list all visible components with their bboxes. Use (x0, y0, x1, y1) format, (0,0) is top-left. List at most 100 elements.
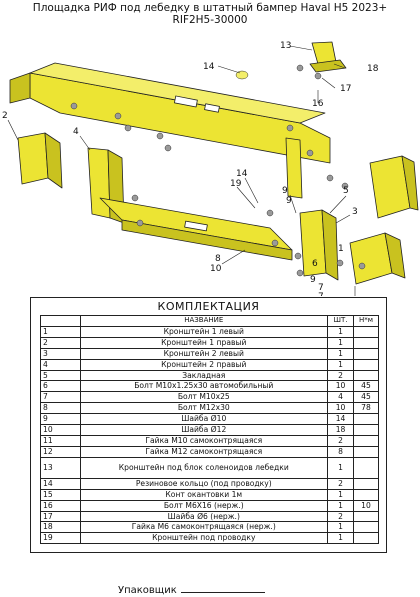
bracket-left-outer (17, 132, 49, 185)
callout-label: 14 (203, 62, 215, 72)
exploded-assembly-drawing: 13 14 18 17 16 2 4 14 19 9 9 5 3 8 10 6 … (2, 41, 419, 296)
cell-no: 13 (40, 456, 81, 479)
cell-name: Кронштейн 2 левый (79, 347, 329, 360)
callout-label: 7 (318, 292, 324, 296)
cell-torque (353, 456, 379, 479)
cell-name: Кронштейн 1 левый (79, 325, 329, 338)
cell-no: 16 (40, 499, 81, 512)
callout-label: 6 (312, 259, 318, 269)
callout-label: 17 (340, 84, 351, 94)
bolt (124, 124, 132, 132)
callout-label: 8 (215, 254, 221, 264)
bolt (114, 112, 122, 120)
cell-torque (353, 347, 379, 360)
cell-qty: 2 (327, 477, 355, 490)
cell-qty: 4 (327, 391, 355, 404)
bolt (326, 174, 334, 182)
cell-name: Гайка М12 самоконтрящаяся (79, 445, 329, 458)
cell-torque (353, 369, 379, 382)
cell-no: 10 (40, 424, 81, 436)
cell-torque: 45 (353, 380, 379, 393)
cell-qty: 2 (327, 369, 355, 382)
callout-label: 4 (73, 127, 79, 137)
cell-torque (353, 488, 379, 501)
cell-qty: 1 (327, 358, 355, 371)
bolt (294, 252, 302, 260)
cell-qty: 8 (327, 445, 355, 458)
cell-qty: 1 (327, 521, 355, 534)
col-header (40, 315, 81, 327)
cell-qty: 1 (327, 499, 355, 512)
beam-slot (174, 95, 198, 108)
bolt (336, 259, 344, 267)
cell-torque (353, 521, 379, 534)
bracket-left-mid (87, 147, 111, 219)
cell-torque: 45 (353, 391, 379, 404)
cell-name: Кронштейн под блок соленоидов лебедки (79, 456, 329, 479)
cell-qty: 1 (327, 325, 355, 338)
cell-torque (353, 445, 379, 458)
cell-qty: 1 (327, 488, 355, 501)
cell-qty: 2 (327, 510, 355, 523)
bolt (266, 209, 274, 217)
beam-slot (204, 103, 220, 113)
cell-name: Гайка М10 самоконтрящаяся (79, 434, 329, 447)
bracket-right-mid-side (321, 209, 339, 281)
cell-qty: 18 (327, 424, 355, 436)
col-header: НАЗВАНИЕ (79, 315, 329, 327)
bolt (131, 194, 139, 202)
cell-name: Резиновое кольцо (под проводку) (79, 477, 329, 490)
cell-name: Болт М12х30 (79, 402, 329, 415)
bolt (296, 269, 304, 277)
cell-name: Болт М10х1.25х30 автомобильный (79, 380, 329, 393)
cell-no: 1 (40, 325, 81, 338)
bracket-right-outer (349, 232, 393, 285)
col-header: Н*м (353, 315, 379, 327)
cell-no: 7 (40, 391, 81, 404)
cell-name: Конт окантовки 1м (79, 488, 329, 501)
cell-name: Болт М10х25 (79, 391, 329, 404)
bolt (358, 262, 366, 270)
callout-label: 9 (310, 275, 316, 285)
cell-no: 6 (40, 380, 81, 393)
bracket-left-side (44, 132, 63, 189)
packer-label: Упаковщик (118, 585, 177, 596)
cell-qty: 14 (327, 413, 355, 426)
bolt (286, 124, 294, 132)
cell-torque (353, 510, 379, 523)
callout-label: 5 (343, 186, 349, 196)
bracket-center-right (285, 137, 303, 199)
packer-signature: Упаковщик (118, 583, 265, 596)
bolt (156, 132, 164, 140)
cell-name: Кронштейн 2 правый (79, 358, 329, 371)
col-header: ШТ. (327, 315, 355, 327)
callout-label: 16 (312, 99, 324, 109)
callout-label: 19 (230, 179, 242, 189)
callout-label: 7 (318, 283, 324, 293)
cell-torque (353, 434, 379, 447)
document-title: Площадка РИФ под лебедку в штатный бампе… (32, 2, 388, 14)
winch-plate-front (121, 219, 293, 261)
cell-no: 3 (40, 347, 81, 360)
cell-no: 9 (40, 413, 81, 426)
product-code: RIF2H5-30000 (172, 14, 248, 26)
bolt (136, 219, 144, 227)
callout-label: 9 (286, 196, 292, 206)
cell-no: 14 (40, 477, 81, 490)
plate-slot (184, 220, 208, 232)
bracket-right-side (384, 232, 406, 279)
cell-torque: 10 (353, 499, 379, 512)
